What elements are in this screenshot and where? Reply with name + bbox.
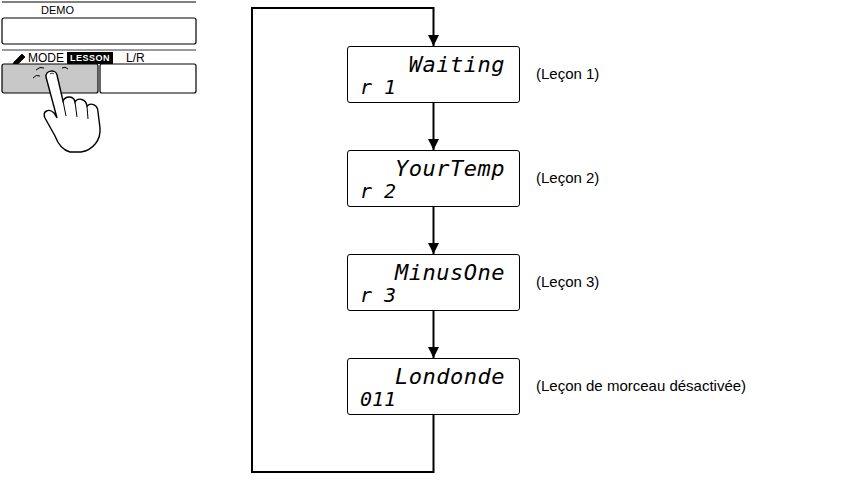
finger-lines (63, 101, 88, 119)
button-label: LESSON (67, 52, 113, 64)
demo-button (2, 18, 196, 44)
display-number: r 2 (360, 179, 396, 203)
lesson-note: (Leçon 3) (536, 273, 599, 290)
panel-line (2, 50, 196, 51)
flow-arrow (433, 103, 435, 150)
button-label: MODE (28, 51, 64, 65)
lcd-display: MinusOner 3 (347, 254, 520, 311)
lesson-note: (Leçon de morceau désactivée) (536, 377, 746, 394)
lesson-note: (Leçon 2) (536, 169, 599, 186)
panel-line (2, 2, 196, 3)
button-label: DEMO (41, 4, 74, 16)
display-text: Waiting (409, 52, 505, 77)
display-text: Londonde (395, 364, 505, 389)
lesson-note: (Leçon 1) (536, 65, 599, 82)
fingernail (50, 73, 54, 74)
flow-arrow (433, 207, 435, 254)
display-text: MinusOne (395, 260, 505, 285)
display-number: 011 (360, 387, 396, 411)
display-number: r 1 (360, 75, 396, 99)
lr-button (100, 64, 196, 93)
lcd-display: Waiting r 1 (347, 46, 520, 103)
hand (44, 71, 100, 152)
button-label: L/R (126, 51, 145, 65)
lcd-display: YourTempr 2 (347, 150, 520, 207)
flow-arrow (433, 311, 435, 358)
lcd-display: Londonde011 (347, 358, 520, 415)
display-text: YourTemp (395, 156, 505, 181)
display-number: r 3 (360, 283, 396, 307)
